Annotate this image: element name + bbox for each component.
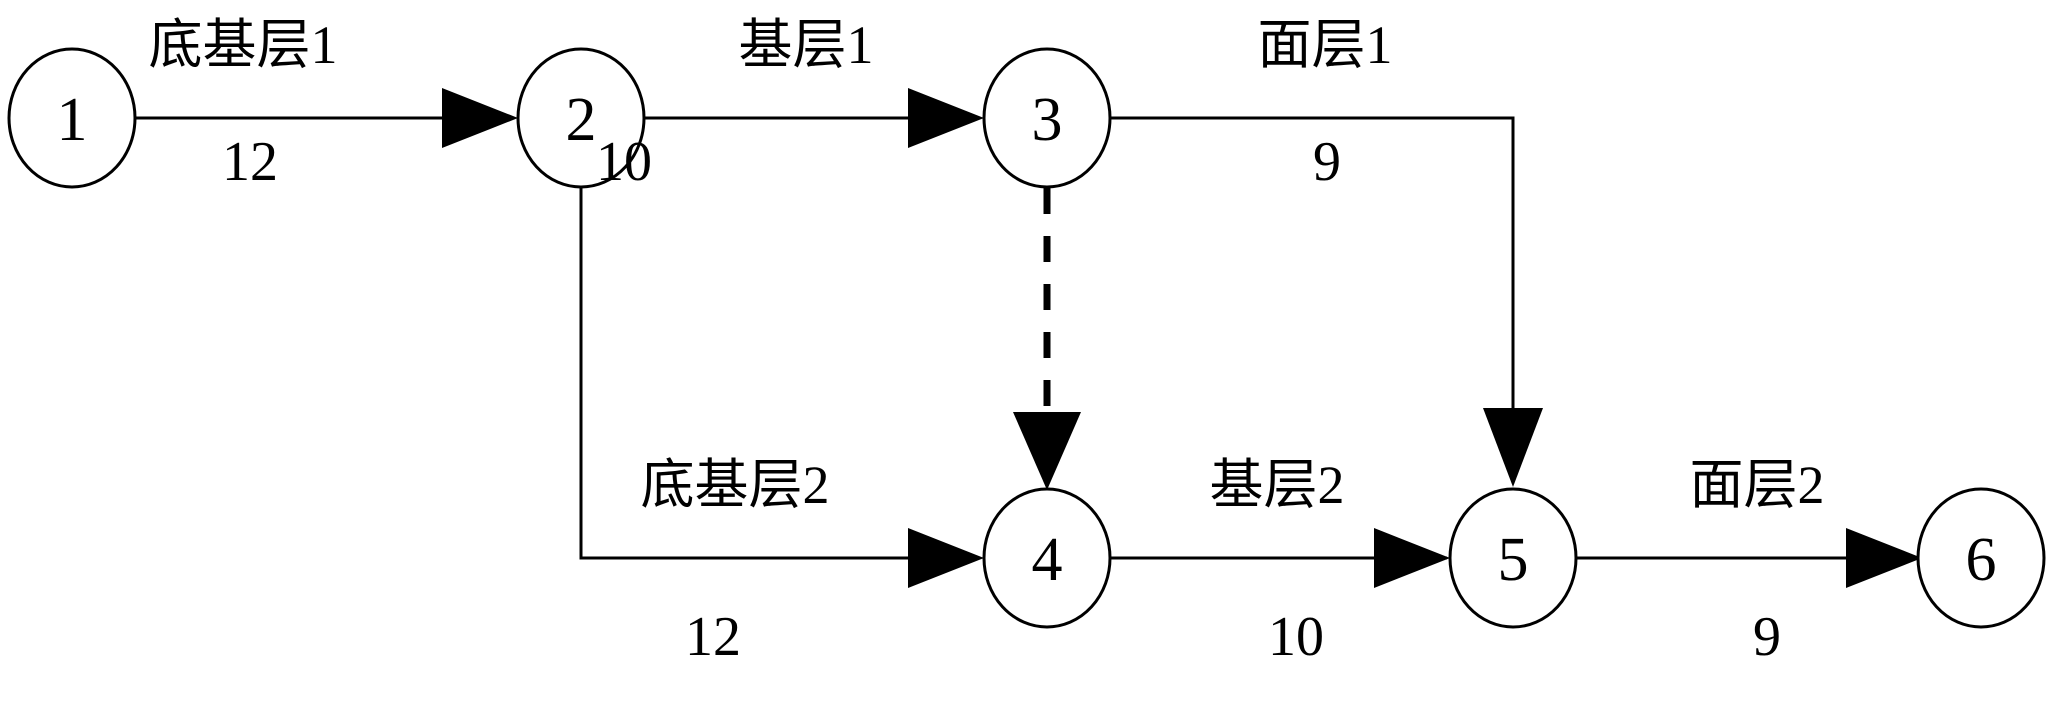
edge-4-to-5-arrowhead: [1374, 528, 1450, 588]
edge-2-to-3-duration: 10: [596, 131, 652, 193]
node-3-ellipse[interactable]: [982, 47, 1112, 189]
edge-2-to-3-name: 基层1: [739, 15, 874, 75]
edge-4-to-5-duration: 10: [1268, 606, 1324, 668]
edge-3-to-4-arrowhead: [1013, 412, 1081, 490]
node-4[interactable]: 4: [982, 487, 1112, 629]
edge-3-to-5-arrowhead: [1483, 408, 1543, 487]
node-4-label: 4: [1032, 526, 1063, 594]
node-1-ellipse[interactable]: [7, 47, 137, 189]
edge-2-to-4: [579, 188, 984, 588]
node-3[interactable]: 3: [982, 47, 1112, 189]
node-5-label: 5: [1498, 526, 1529, 594]
node-5-ellipse[interactable]: [1448, 487, 1578, 629]
node-4-ellipse[interactable]: [982, 487, 1112, 629]
edge-2-to-4-arrowhead: [908, 528, 984, 588]
edge-5-to-6: [1577, 528, 1922, 588]
edge-1-to-2-arrowhead: [442, 88, 518, 148]
node-3-label: 3: [1032, 86, 1063, 154]
node-2-label: 2: [566, 86, 597, 154]
edge-2-to-4-line: [579, 188, 980, 560]
edge-4-to-5-name: 基层2: [1210, 455, 1345, 515]
edge-1-to-2: [136, 88, 518, 148]
edge-5-to-6-arrowhead: [1846, 528, 1922, 588]
node-1[interactable]: 1: [7, 47, 137, 189]
edge-5-to-6-duration: 9: [1753, 606, 1781, 668]
edge-3-to-5: [1111, 116, 1543, 487]
edge-1-to-2-duration: 12: [222, 131, 278, 193]
edge-3-to-4-dummy: [1013, 188, 1081, 490]
edge-4-to-5: [1111, 528, 1450, 588]
edge-5-to-6-name: 面层2: [1690, 455, 1825, 515]
node-6[interactable]: 6: [1916, 487, 2046, 629]
node-5[interactable]: 5: [1448, 487, 1578, 629]
edge-2-to-3-arrowhead: [908, 88, 984, 148]
node-6-ellipse[interactable]: [1916, 487, 2046, 629]
node-6-label: 6: [1966, 526, 1997, 594]
edge-1-to-2-name: 底基层1: [149, 15, 338, 75]
node-2[interactable]: 2: [516, 47, 646, 189]
edge-2-to-3: [645, 88, 984, 148]
node-1-label: 1: [57, 86, 88, 154]
edge-3-to-5-duration: 9: [1313, 131, 1341, 193]
edge-2-to-4-name: 底基层2: [641, 455, 830, 515]
node-2-ellipse[interactable]: [516, 47, 646, 189]
edge-2-to-4-duration: 12: [685, 606, 741, 668]
edge-3-to-5-name: 面层1: [1258, 15, 1393, 75]
edge-3-to-5-line: [1111, 116, 1515, 480]
